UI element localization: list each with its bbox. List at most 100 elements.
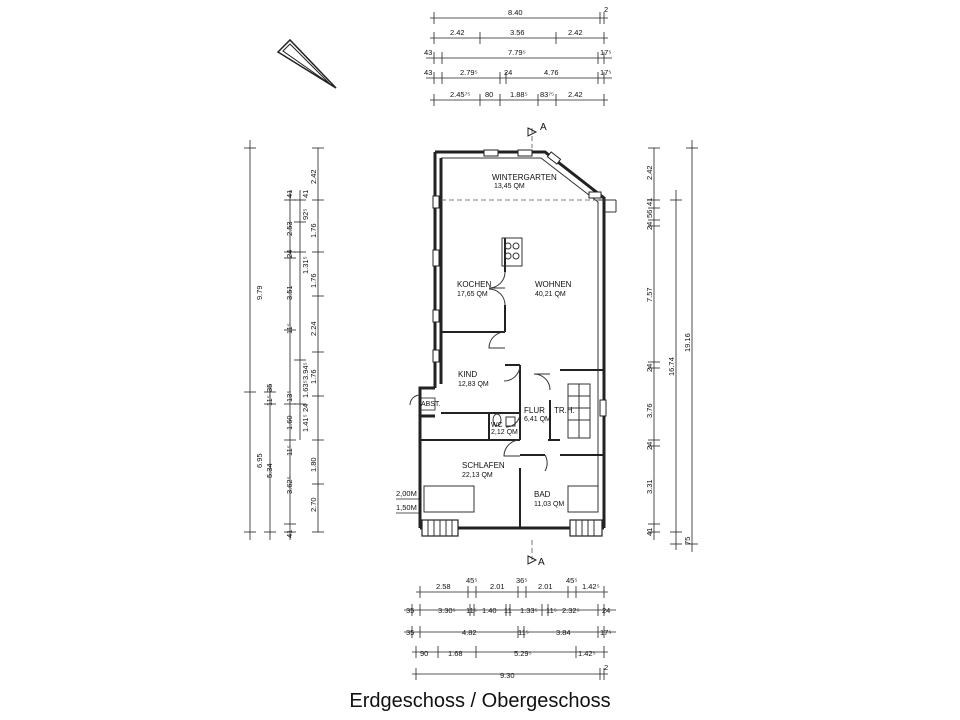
dim-top-r5-0: 2.45⁷⁵ bbox=[450, 90, 470, 99]
dim-bot-r4-0: 90 bbox=[420, 649, 428, 658]
room-schlafen-name: SCHLAFEN bbox=[462, 461, 505, 470]
dim-left-c5-2: 1.76 bbox=[309, 273, 318, 288]
dim-left-c3-2: 24 bbox=[285, 250, 294, 258]
dim-top-r4-4: 17⁵ bbox=[600, 68, 611, 77]
dim-top-r4-2: 24 bbox=[504, 68, 512, 77]
door-swings bbox=[409, 271, 551, 472]
dim-bot-r3-2: 11⁵ bbox=[518, 628, 529, 637]
dim-left-c3-4: 11⁵ bbox=[285, 323, 294, 334]
dim-left-c2-1: 11⁵ bbox=[265, 395, 274, 406]
dim-top-r3-2: 17⁵ bbox=[600, 48, 611, 57]
room-kochen-area: 17,65 QM bbox=[457, 291, 488, 298]
dim-right-c1-4: 7.57 bbox=[645, 287, 654, 302]
room-wintergarten-area: 13,45 QM bbox=[494, 183, 525, 190]
dim-bot-r2-2: 11⁵ bbox=[466, 606, 477, 615]
dim-bot-r3-3: 3.84 bbox=[556, 628, 571, 637]
dim-right-c3-0: 19.16 bbox=[683, 333, 692, 352]
dimension-top bbox=[426, 12, 612, 106]
dim-bot-r1-3: 36⁵ bbox=[516, 576, 527, 585]
dim-top-r1-0: 8.40 bbox=[508, 8, 523, 17]
dim-left-c3-0: 41 bbox=[285, 190, 294, 198]
dim-bot-r2-8: 24 bbox=[602, 606, 610, 615]
dim-bot-r1-1: 45⁵ bbox=[466, 576, 477, 585]
dim-right-c1-9: 41 bbox=[645, 528, 654, 536]
dim-left-c4-5: 1.41⁵ bbox=[301, 414, 310, 432]
staircase bbox=[567, 383, 591, 439]
dim-bot-r4-2: 5.29⁵ bbox=[514, 649, 532, 658]
dim-left-c3-9: 41 bbox=[285, 530, 294, 538]
dim-top-r4-0: 43 bbox=[424, 68, 432, 77]
dim-left-c3-6: 1.60 bbox=[285, 415, 294, 430]
dim-right-c2-0: 16.74 bbox=[667, 357, 676, 376]
dim-bot-r1-6: 1.42⁵ bbox=[582, 582, 600, 591]
dim-right-c1-3: 24 bbox=[645, 222, 654, 230]
dim-bot-r2-4: 11 bbox=[504, 606, 512, 615]
room-wc-name: WC bbox=[491, 422, 503, 429]
dim-bot-r1-2: 2.01 bbox=[490, 582, 505, 591]
room-wohnen-area: 40,21 QM bbox=[535, 291, 566, 298]
north-arrow-icon bbox=[276, 38, 337, 89]
room-kind-area: 12,83 QM bbox=[458, 381, 489, 388]
dim-bot-r4-3: 1.42⁵ bbox=[578, 649, 596, 658]
room-schlafen-area: 22,13 QM bbox=[462, 472, 493, 479]
dim-left-c4-0: 41 bbox=[301, 190, 310, 198]
dim-top-r5-2: 1.88⁵ bbox=[510, 90, 528, 99]
dim-top-r3-1: 7.79⁵ bbox=[508, 48, 526, 57]
dim-left-c4-1: 92⁵ bbox=[301, 209, 310, 220]
dim-right-c1-2: 56 bbox=[645, 210, 654, 218]
dim-top-r4-3: 4.76 bbox=[544, 68, 559, 77]
dim-right-c1-7: 24 bbox=[645, 442, 654, 450]
dim-bot-r5-0: 9.30 bbox=[500, 671, 515, 680]
dim-left-c1-1: 6.95 bbox=[255, 453, 264, 468]
dim-bot-r2-5: 1.33⁵ bbox=[520, 606, 538, 615]
dim-left-c2-2: 5.34 bbox=[265, 463, 274, 478]
dim-bot-r2-0: 35 bbox=[406, 606, 414, 615]
dim-left-c2-0: 35 bbox=[265, 384, 274, 392]
dim-bot-r1-0: 2.58 bbox=[436, 582, 451, 591]
dim-left-c5-4: 1.76 bbox=[309, 369, 318, 384]
dim-left-c3-1: 2.53 bbox=[285, 221, 294, 236]
dim-left-c3-7: 11⁵ bbox=[285, 445, 294, 456]
room-kind-name: KIND bbox=[458, 370, 477, 379]
room-kochen-name: KOCHEN bbox=[457, 280, 491, 289]
room-bad-area: 11,03 QM bbox=[534, 501, 564, 508]
room-abst-name: ABST. bbox=[421, 401, 441, 408]
dimension-bottom bbox=[404, 586, 616, 680]
room-flur-name: FLUR bbox=[524, 406, 545, 415]
room-trh-name: TR.H. bbox=[554, 406, 575, 415]
dim-left-c4-4: 24 bbox=[301, 404, 310, 412]
dim-top-r3-0: 43 bbox=[424, 48, 432, 57]
dim-bot-r2-6: 11⁵ bbox=[546, 606, 557, 615]
dim-bot-r2-1: 3.30⁵ bbox=[438, 606, 456, 615]
room-wc-area: 2,12 QM bbox=[491, 429, 518, 436]
dim-right-c2-1: 75 bbox=[683, 537, 692, 545]
room-flur-area: 6,41 QM bbox=[524, 416, 551, 423]
dim-left-c5-3: 2.24 bbox=[309, 321, 318, 336]
interior-walls bbox=[420, 238, 604, 528]
balconies bbox=[421, 485, 603, 537]
dim-bot-r3-1: 4.82 bbox=[462, 628, 477, 637]
dim-left-c4-3: 3.94⁵ bbox=[301, 362, 310, 380]
height-note-2: 1,50M bbox=[396, 503, 417, 512]
dim-left-c1-0: 9.79 bbox=[255, 285, 264, 300]
section-marker-top: A bbox=[540, 122, 547, 133]
section-cut-markers bbox=[527, 127, 538, 565]
dim-top-r5-3: 83⁷⁵ bbox=[540, 90, 554, 99]
dim-top-r2-1: 3.56 bbox=[510, 28, 525, 37]
room-wintergarten-name: WINTERGARTEN bbox=[492, 173, 557, 182]
dim-top-r1-1: 2 bbox=[604, 5, 608, 14]
dim-bot-r1-5: 45⁵ bbox=[566, 576, 577, 585]
section-marker-bottom: A bbox=[538, 557, 545, 568]
dim-left-c4-2: 1.31⁵ bbox=[301, 256, 310, 274]
dim-bot-r4-1: 1.68 bbox=[448, 649, 463, 658]
dim-top-r4-1: 2.79⁵ bbox=[460, 68, 478, 77]
dim-right-c1-1: 41 bbox=[645, 198, 654, 206]
windows bbox=[432, 149, 607, 417]
abst-box bbox=[419, 397, 436, 411]
dim-bot-r2-7: 2.32⁵ bbox=[562, 606, 580, 615]
dim-left-c5-6: 2.70 bbox=[309, 497, 318, 512]
dim-left-c5-5: 1.80 bbox=[309, 457, 318, 472]
dim-right-c1-6: 3.76 bbox=[645, 403, 654, 418]
dim-left-c3-5: 13⁵ bbox=[285, 391, 294, 402]
